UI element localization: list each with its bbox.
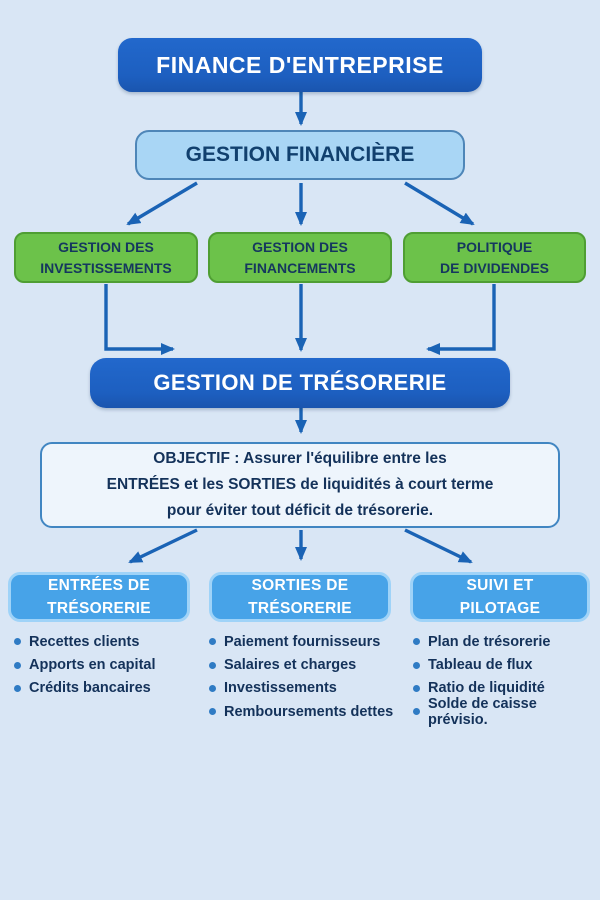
header-line: PILOTAGE <box>459 600 541 617</box>
objectif-line: OBJECTIF : Assurer l'équilibre entre les <box>153 449 447 467</box>
gestion-financiere-label: GESTION FINANCIÈRE <box>185 143 415 166</box>
header-line: TRÉSORERIE <box>47 600 151 617</box>
header-line: ENTRÉES DE <box>47 576 151 594</box>
list-item-label: Tableau de flux <box>428 657 533 674</box>
list-item-label: Plan de trésorerie <box>428 633 551 650</box>
list-item-label: Remboursements dettes <box>224 703 394 720</box>
list-item: Paiement fournisseurs <box>209 630 409 653</box>
list-item: Recettes clients <box>14 630 204 653</box>
entrees-tresorerie-header: ENTRÉES DE TRÉSORERIE <box>8 572 190 622</box>
list-item: Apports en capital <box>14 653 204 676</box>
list-item: Remboursements dettes <box>209 700 409 723</box>
objectif-line: ENTRÉES et les SORTIES de liquidités à c… <box>106 475 494 493</box>
gestion-investissements-box: GESTION DES INVESTISSEMENTS <box>14 232 198 283</box>
bullet-icon <box>14 684 21 692</box>
bullet-icon <box>209 661 216 669</box>
list-item-label: Apports en capital <box>29 657 156 674</box>
bullet-icon <box>413 638 420 646</box>
list-item-label: Investissements <box>224 680 337 697</box>
objectif-line: pour éviter tout déficit de trésorerie. <box>166 502 434 520</box>
list-item: Crédits bancaires <box>14 677 204 700</box>
bullet-icon <box>209 638 216 646</box>
header-line: TRÉSORERIE <box>248 600 352 617</box>
suivi-pilotage-header: SUIVI ET PILOTAGE <box>410 572 590 622</box>
list-item-label: Paiement fournisseurs <box>224 633 381 650</box>
objectif-box: OBJECTIF : Assurer l'équilibre entre les… <box>40 442 560 528</box>
box-label-line: GESTION DES <box>58 239 154 256</box>
bullet-icon <box>209 684 216 692</box>
list-item: Salaires et charges <box>209 653 409 676</box>
gestion-tresorerie-box: GESTION DE TRÉSORERIE <box>90 358 510 408</box>
box-label-line: DE DIVIDENDES <box>440 259 549 276</box>
gestion-financements-box: GESTION DES FINANCEMENTS <box>208 232 392 283</box>
bullet-icon <box>413 684 420 692</box>
box-label-line: INVESTISSEMENTS <box>40 259 172 276</box>
list-item-label: Crédits bancaires <box>29 680 151 697</box>
arrow-investissements-to-tresorerie <box>104 284 175 355</box>
list-item-label: Salaires et charges <box>224 657 357 674</box>
list-item: Ratio de liquidité <box>413 677 598 700</box>
arrow-financiere-to-dividendes <box>404 181 475 226</box>
sorties-list: Paiement fournisseurs Salaires et charge… <box>209 630 409 724</box>
list-item: Investissements <box>209 677 409 700</box>
sorties-tresorerie-header: SORTIES DE TRÉSORERIE <box>209 572 391 622</box>
gestion-tresorerie-label: GESTION DE TRÉSORERIE <box>153 370 447 395</box>
bullet-icon <box>413 708 420 716</box>
header-line: SUIVI ET <box>466 576 534 594</box>
bullet-icon <box>14 638 21 646</box>
bullet-icon <box>14 661 21 669</box>
box-label-line: GESTION DES <box>252 239 348 256</box>
box-label-line: POLITIQUE <box>456 239 533 256</box>
politique-dividendes-box: POLITIQUE DE DIVIDENDES <box>403 232 586 283</box>
arrow-objectif-to-entrees <box>128 528 198 564</box>
list-item-label: Recettes clients <box>29 633 140 650</box>
gestion-financiere-box: GESTION FINANCIÈRE <box>135 130 465 180</box>
finance-entreprise-label: FINANCE D'ENTREPRISE <box>156 51 444 78</box>
finance-entreprise-box: FINANCE D'ENTREPRISE <box>118 38 482 92</box>
arrow-dividendes-to-tresorerie <box>426 284 496 355</box>
header-line: SORTIES DE <box>251 576 349 594</box>
list-item-label: Ratio de liquidité <box>428 680 545 697</box>
bullet-icon <box>413 661 420 669</box>
box-label-line: FINANCEMENTS <box>244 259 356 276</box>
list-item: Solde de caisse prévisio. <box>413 696 598 728</box>
arrow-financiere-to-investissements <box>126 181 198 226</box>
arrow-objectif-to-suivi <box>404 528 473 564</box>
bullet-icon <box>209 708 216 716</box>
list-item: Tableau de flux <box>413 653 598 676</box>
list-item-label: Solde de caisse prévisio. <box>428 695 537 728</box>
suivi-list: Plan de trésorerie Tableau de flux Ratio… <box>413 630 598 728</box>
list-item: Plan de trésorerie <box>413 630 598 653</box>
entrees-list: Recettes clients Apports en capital Créd… <box>14 630 204 700</box>
